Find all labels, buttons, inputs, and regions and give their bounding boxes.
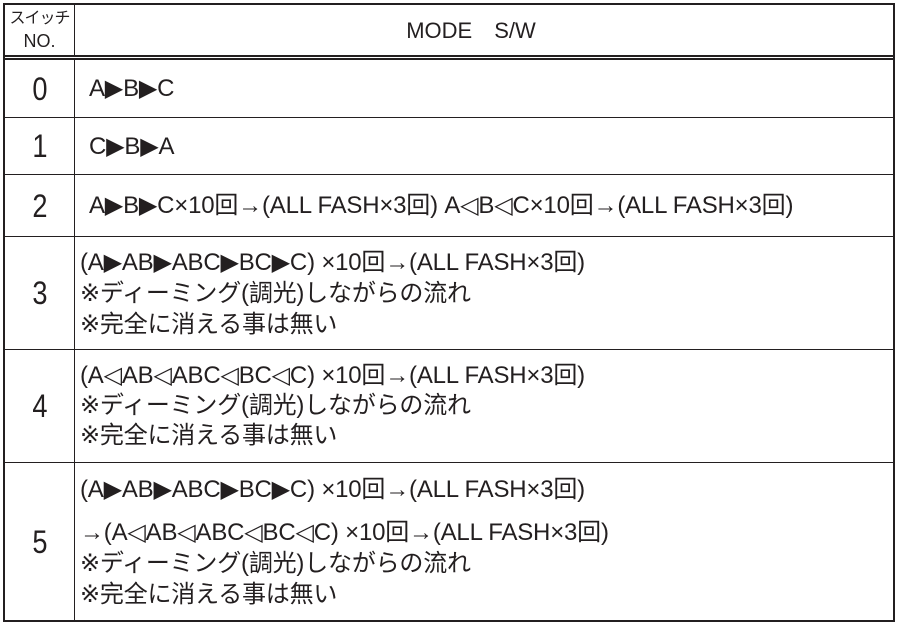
mode-note-dimming: ※ディーミング(調光)しながらの流れ <box>80 279 471 307</box>
mode-note-never-off: ※完全に消える事は無い <box>80 310 338 338</box>
mode-line: C▶B▶A <box>89 132 175 160</box>
switch-no: 2 <box>31 187 48 224</box>
mode-line: A▶B▶C <box>89 75 175 102</box>
switch-no-cell: 0 <box>5 60 75 117</box>
mode-note-dimming: ※ディーミング(調光)しながらの流れ <box>80 549 471 577</box>
switch-no-cell: 3 <box>5 237 75 349</box>
mode-line: (A◁AB◁ABC◁BC◁C) ×10回→(ALL FASH×3回) <box>80 362 585 389</box>
mode-line: A▶B▶C×10回→(ALL FASH×3回) A◁B◁C×10回→(ALL F… <box>89 192 794 219</box>
mode-cell: C▶B▶A <box>75 118 893 174</box>
table-row: 1 C▶B▶A <box>5 118 893 175</box>
mode-note-never-off: ※完全に消える事は無い <box>80 580 338 608</box>
table-row: 2 A▶B▶C×10回→(ALL FASH×3回) A◁B◁C×10回→(ALL… <box>5 175 893 237</box>
mode-cell: (A▶AB▶ABC▶BC▶C) ×10回→(ALL FASH×3回) →(A◁A… <box>75 463 893 620</box>
switch-no: 1 <box>31 128 48 164</box>
table-row: 3 (A▶AB▶ABC▶BC▶C) ×10回→(ALL FASH×3回) ※ディ… <box>5 237 893 350</box>
table-row: 4 (A◁AB◁ABC◁BC◁C) ×10回→(ALL FASH×3回) ※ディ… <box>5 350 893 463</box>
switch-no: 5 <box>31 523 48 560</box>
mode-line: →(A◁AB◁ABC◁BC◁C) ×10回→(ALL FASH×3回) <box>80 518 609 546</box>
switch-no: 0 <box>31 70 48 107</box>
switch-no-cell: 4 <box>5 350 75 462</box>
table-row: 0 A▶B▶C <box>5 60 893 118</box>
switch-no-cell: 1 <box>5 118 75 174</box>
switch-no-cell: 5 <box>5 463 75 620</box>
header-switch-label: スイッチ <box>9 10 70 27</box>
header-row: スイッチ NO. MODE S/W <box>5 5 893 60</box>
mode-cell: A▶B▶C <box>75 60 893 117</box>
header-mode-cell: MODE S/W <box>75 5 893 55</box>
table-row: 5 (A▶AB▶ABC▶BC▶C) ×10回→(ALL FASH×3回) →(A… <box>5 463 893 620</box>
mode-table: スイッチ NO. MODE S/W 0 A▶B▶C 1 C▶B▶A 2 A▶B▶… <box>3 3 895 622</box>
header-switch-no-cell: スイッチ NO. <box>5 5 75 55</box>
mode-cell: A▶B▶C×10回→(ALL FASH×3回) A◁B◁C×10回→(ALL F… <box>75 175 893 236</box>
header-no-label: NO. <box>23 31 56 51</box>
switch-no: 4 <box>31 388 48 424</box>
mode-cell: (A▶AB▶ABC▶BC▶C) ×10回→(ALL FASH×3回) ※ディーミ… <box>75 237 893 349</box>
switch-no-cell: 2 <box>5 175 75 236</box>
header-mode-label: MODE S/W <box>406 17 536 43</box>
mode-line: (A▶AB▶ABC▶BC▶C) ×10回→(ALL FASH×3回) <box>80 248 585 276</box>
mode-cell: (A◁AB◁ABC◁BC◁C) ×10回→(ALL FASH×3回) ※ディーミ… <box>75 350 893 462</box>
mode-line: (A▶AB▶ABC▶BC▶C) ×10回→(ALL FASH×3回) <box>80 475 585 503</box>
mode-note-dimming: ※ディーミング(調光)しながらの流れ <box>80 392 471 419</box>
switch-no: 3 <box>31 275 48 311</box>
mode-note-never-off: ※完全に消える事は無い <box>80 422 338 449</box>
